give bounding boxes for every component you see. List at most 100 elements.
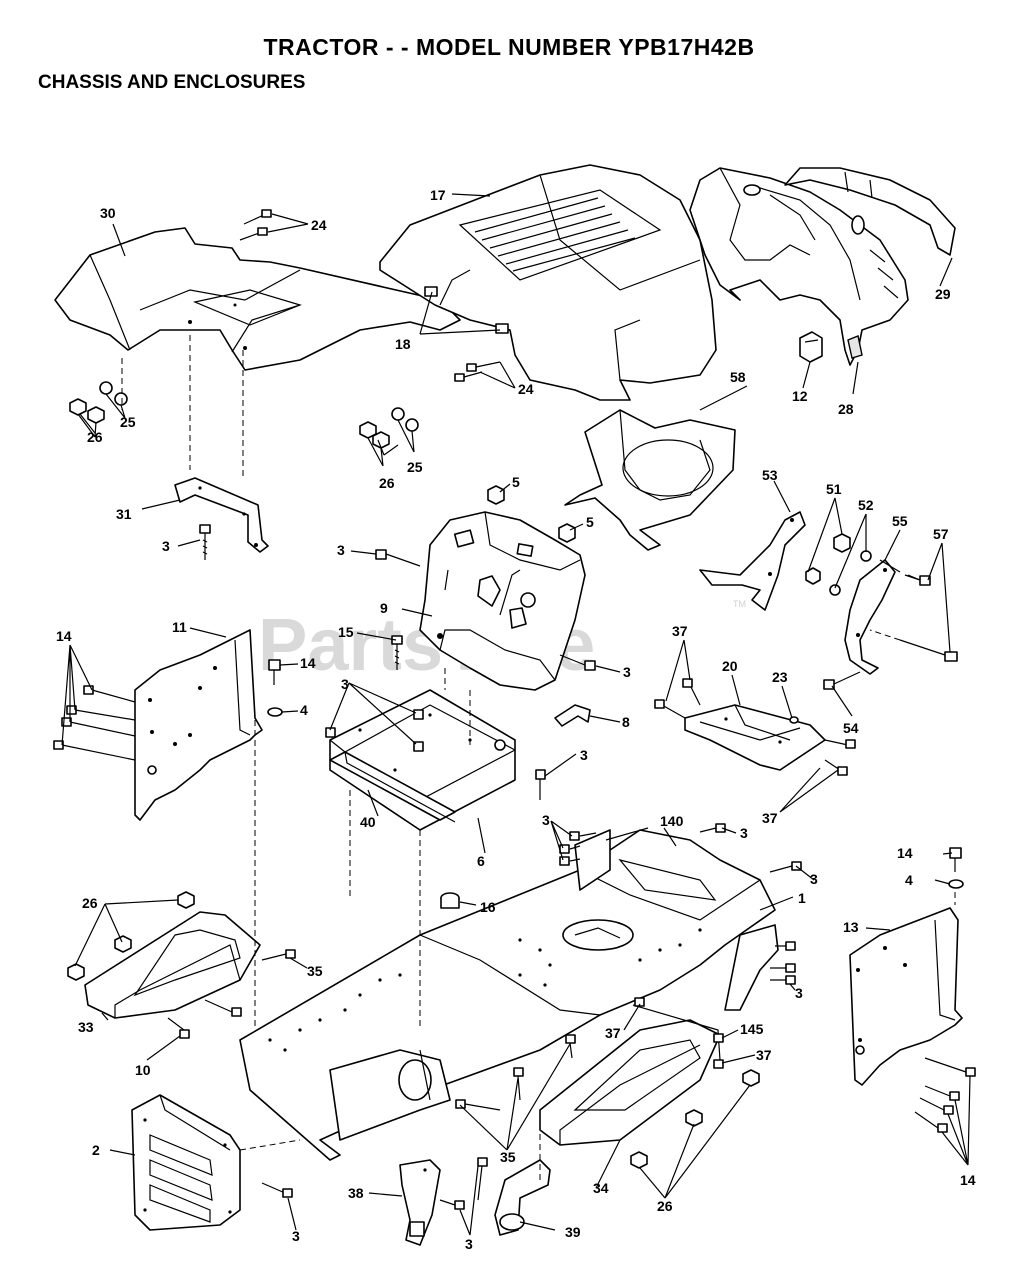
part-24-bolts-lower	[454, 361, 516, 389]
part-24-bolts-upper	[239, 209, 309, 241]
label-37-d: 37	[756, 1047, 772, 1063]
label-140: 140	[660, 813, 684, 829]
label-55: 55	[892, 513, 908, 529]
part-16-bushing	[440, 892, 460, 909]
label-26-right: 26	[379, 475, 395, 491]
label-18: 18	[395, 336, 411, 352]
label-15: 15	[338, 624, 354, 640]
label-40: 40	[360, 814, 376, 830]
part-51-52-57-hardware	[805, 533, 958, 662]
label-3-k: 3	[465, 1236, 473, 1252]
label-3-h: 3	[810, 871, 818, 887]
part-29-trim	[784, 167, 956, 256]
label-2: 2	[92, 1142, 100, 1158]
part-15-bolt	[391, 635, 403, 670]
label-5-a: 5	[512, 474, 520, 490]
label-3-d: 3	[341, 676, 349, 692]
part-28-grille	[689, 167, 909, 366]
label-31: 31	[116, 506, 132, 522]
part-1-bracket	[724, 924, 796, 1011]
part-35-bolts	[455, 1034, 576, 1111]
part-40-bar	[329, 751, 456, 823]
label-5-b: 5	[586, 514, 594, 530]
label-25-right: 25	[407, 459, 423, 475]
label-3-g: 3	[740, 825, 748, 841]
label-26-c: 26	[82, 895, 98, 911]
part-14-bolts-right	[914, 1057, 976, 1133]
label-12: 12	[792, 388, 808, 404]
label-33: 33	[78, 1019, 94, 1035]
assembly-guides	[239, 668, 541, 1180]
label-28: 28	[838, 401, 854, 417]
label-3-c: 3	[623, 664, 631, 680]
part-13-panel	[849, 907, 963, 1086]
part-14-bolts-left	[53, 685, 136, 761]
label-37-b: 37	[762, 810, 778, 826]
label-3-a: 3	[162, 538, 170, 554]
part-14-4-hardware-right	[948, 847, 964, 905]
label-145: 145	[740, 1021, 764, 1037]
part-58-shield	[564, 409, 736, 551]
part-34-footrest	[539, 1019, 760, 1169]
part-12-clip	[799, 331, 823, 363]
part-25-26-hardware-left	[69, 381, 128, 438]
watermark-tm: TM	[733, 599, 746, 609]
label-17: 17	[430, 187, 446, 203]
part-labels: 17 30 24 18 24 29 12 28 58 25 26 25 26 3…	[56, 187, 976, 1252]
label-51: 51	[826, 481, 842, 497]
part-54-bolt	[823, 671, 861, 690]
label-58: 58	[730, 369, 746, 385]
part-31-bracket	[121, 335, 269, 553]
label-35-b: 35	[500, 1149, 516, 1165]
part-14-4-hardware	[267, 659, 283, 717]
label-25-left: 25	[120, 414, 136, 430]
label-14-left: 14	[56, 628, 72, 644]
part-3-bolts-dash	[375, 549, 596, 671]
label-14-right-b: 14	[960, 1172, 976, 1188]
part-2-plate	[131, 1094, 293, 1231]
part-33-footrest	[67, 891, 296, 1039]
label-37-c: 37	[605, 1025, 621, 1041]
label-10: 10	[135, 1062, 151, 1078]
label-52: 52	[858, 497, 874, 513]
label-34: 34	[593, 1180, 609, 1196]
label-8: 8	[622, 714, 630, 730]
label-16: 16	[480, 899, 496, 915]
diagram-title: TRACTOR - - MODEL NUMBER YPB17H42B	[263, 34, 755, 60]
label-23: 23	[772, 669, 788, 685]
part-53-bracket	[699, 511, 806, 611]
label-3-b: 3	[337, 542, 345, 558]
part-3-bolt-31	[199, 524, 211, 560]
part-11-panel	[134, 629, 263, 821]
label-20: 20	[722, 658, 738, 674]
label-53: 53	[762, 467, 778, 483]
part-20-bracket	[654, 678, 856, 776]
part-5-nuts	[487, 485, 576, 543]
part-8-clip	[554, 704, 591, 727]
part-1-frame	[239, 829, 776, 1161]
part-39-bracket	[477, 1157, 551, 1236]
label-39: 39	[565, 1224, 581, 1240]
part-30-fender	[54, 227, 461, 371]
label-14-right: 14	[897, 845, 913, 861]
part-9-dash	[419, 511, 586, 691]
label-57: 57	[933, 526, 949, 542]
label-3-e: 3	[580, 747, 588, 763]
part-140-plate	[559, 829, 611, 891]
label-30: 30	[100, 205, 116, 221]
label-54: 54	[843, 720, 859, 736]
label-13: 13	[843, 919, 859, 935]
part-17-hood	[379, 164, 717, 401]
part-38-bracket	[399, 1159, 465, 1246]
label-35-a: 35	[307, 963, 323, 979]
label-3-f: 3	[542, 812, 550, 828]
part-3-bolts-plate	[325, 709, 546, 800]
leader-lines	[61, 193, 971, 1236]
label-4-left: 4	[300, 702, 308, 718]
label-11: 11	[172, 619, 187, 635]
part-55-bracket	[844, 559, 896, 675]
label-26-left: 26	[87, 429, 103, 445]
label-6: 6	[477, 853, 485, 869]
label-38: 38	[348, 1185, 364, 1201]
